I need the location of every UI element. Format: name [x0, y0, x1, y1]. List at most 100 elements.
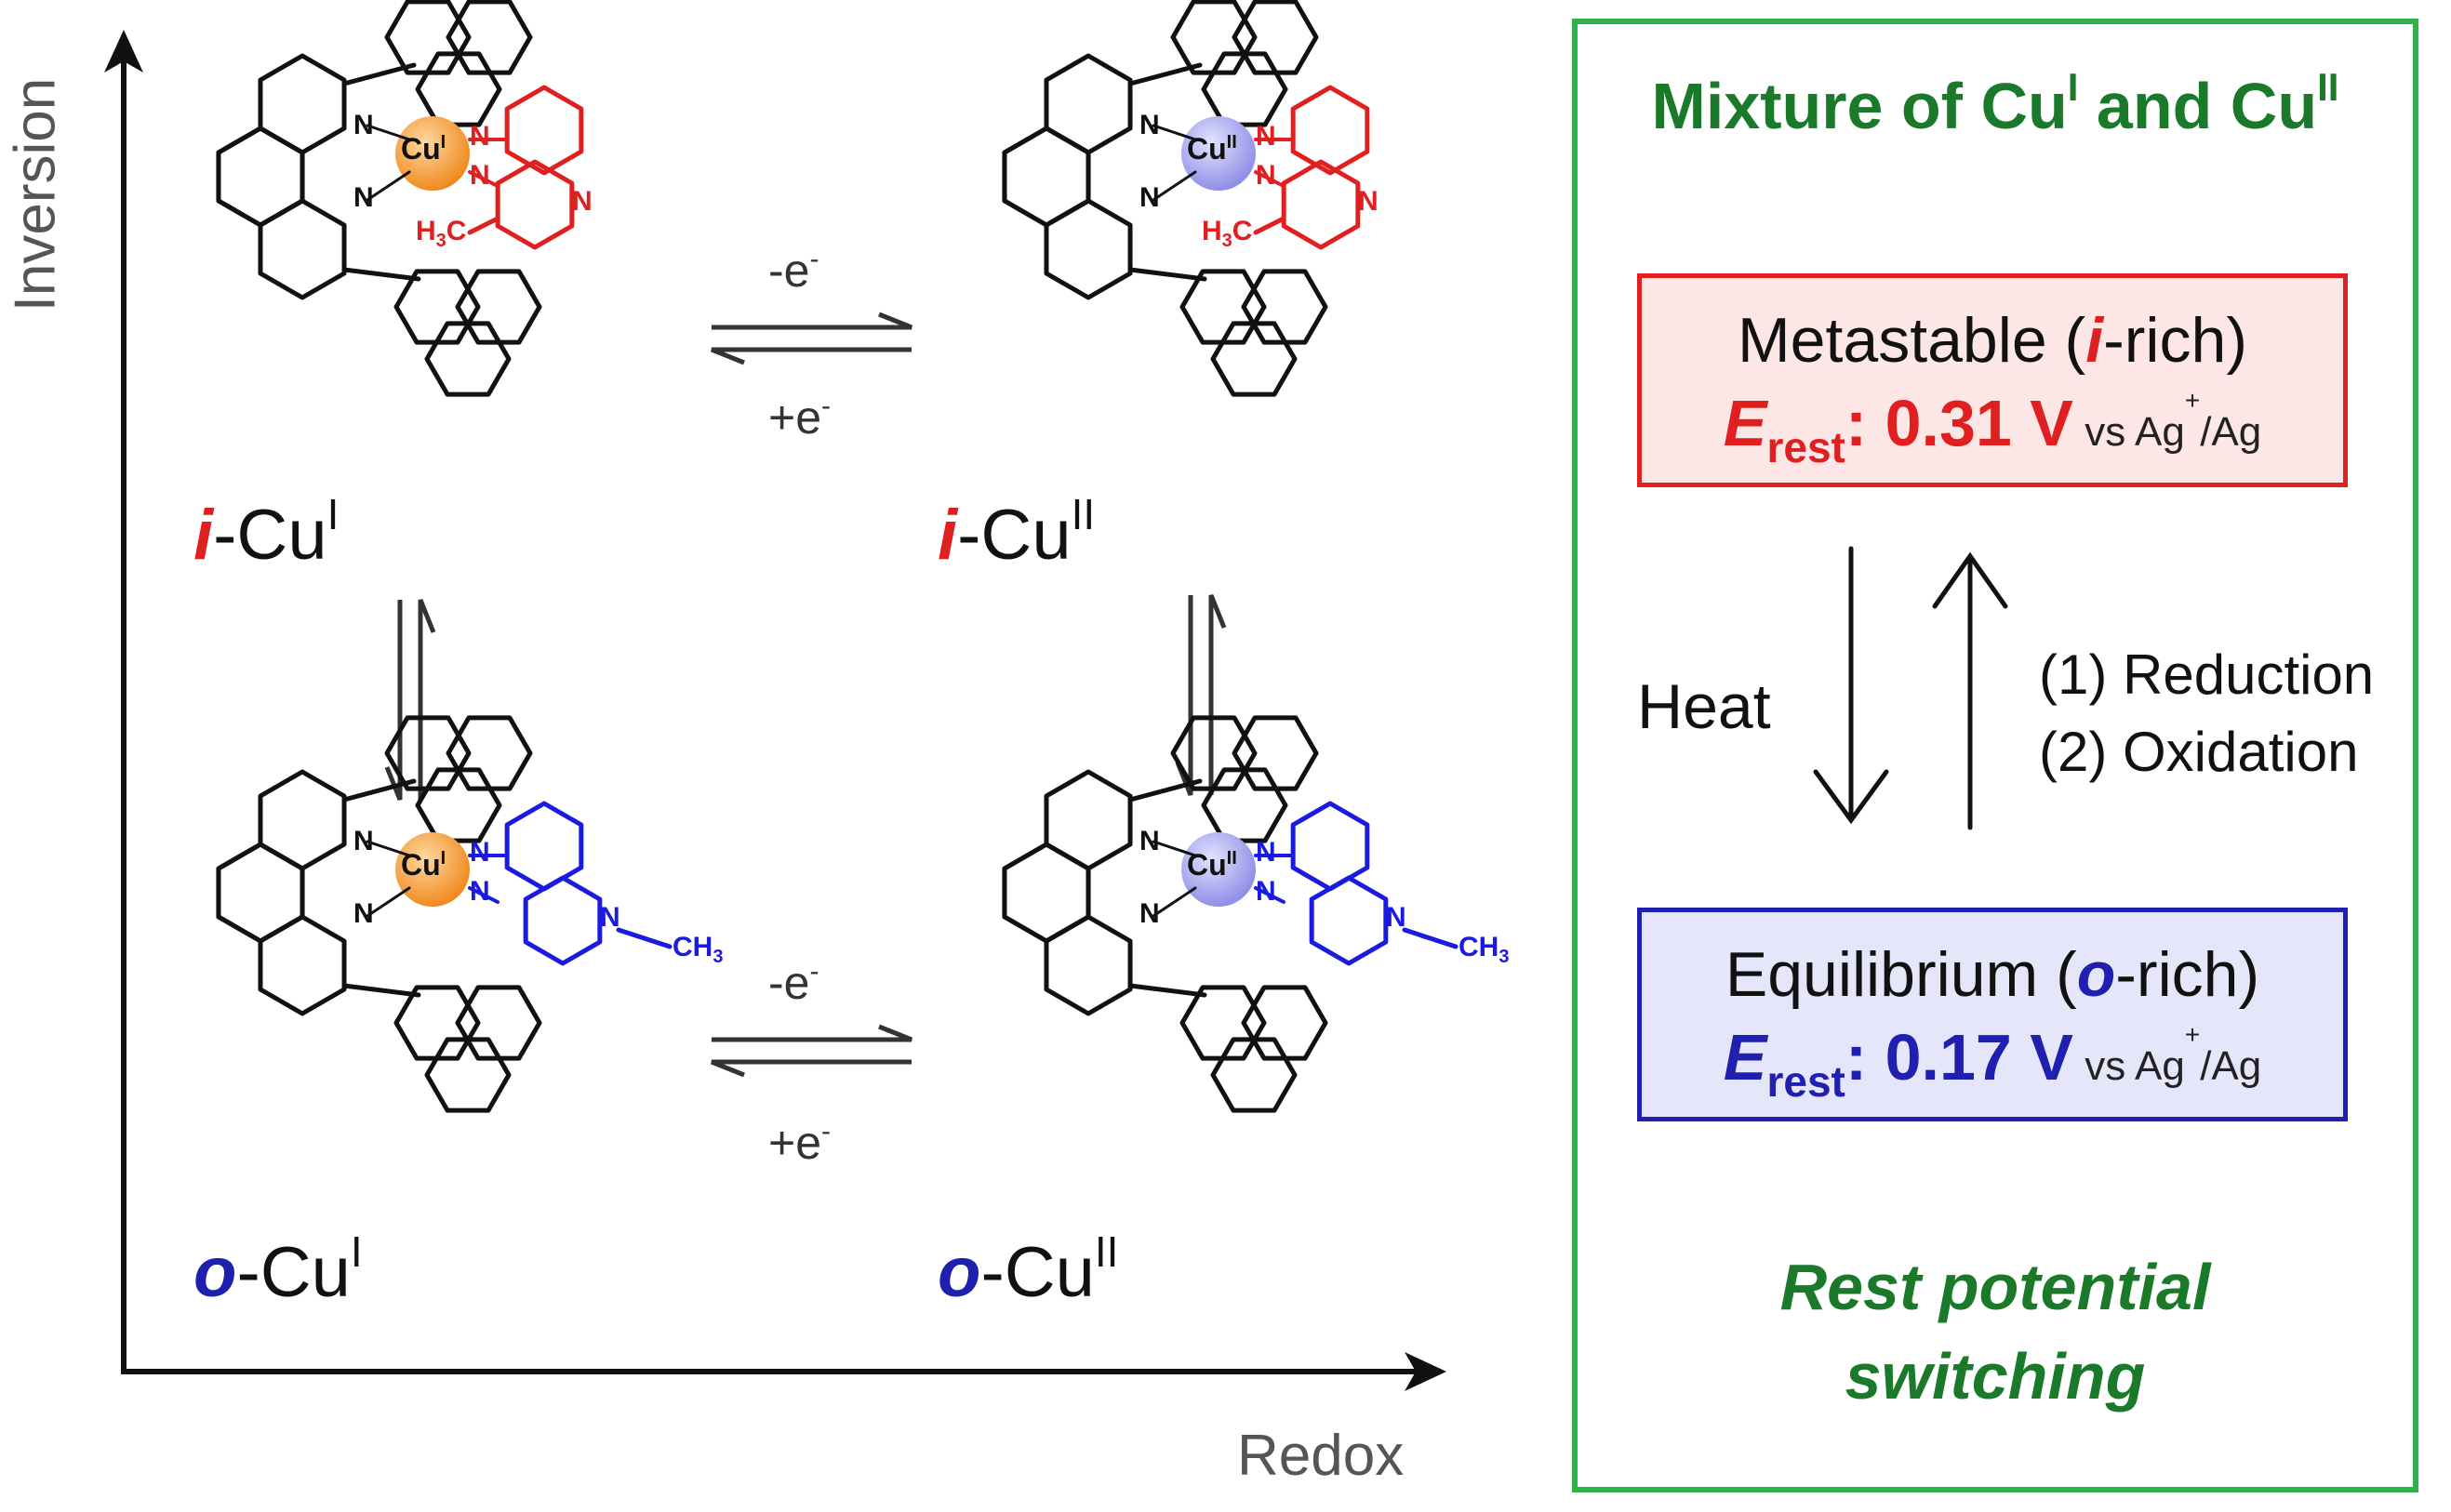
- electron-charge: -: [821, 1116, 832, 1147]
- footer-line: switching: [1845, 1340, 2146, 1413]
- reaction-scheme-drawing: [104, 0, 1459, 1391]
- nitrogen-atom: N: [1256, 876, 1276, 907]
- panel-title: Mixture of CuI and CuII: [1578, 65, 2413, 143]
- axes: [104, 30, 1446, 1391]
- top-redox-equilibrium-arrows: [711, 312, 912, 365]
- panel-title-sup: I: [2067, 65, 2079, 109]
- nitrogen-atom: N: [1139, 898, 1160, 929]
- redox-up-arrow: [1932, 551, 2008, 830]
- reference-text: vs Ag: [2072, 1043, 2185, 1089]
- x-axis-arrowhead: [1405, 1352, 1446, 1391]
- nitrogen-atom: N: [353, 826, 374, 856]
- nitrogen-atom: N: [1139, 110, 1160, 140]
- y-axis-label: Inversion: [3, 77, 68, 312]
- reference-text: /Ag: [2200, 409, 2262, 455]
- reference-text: /Ag: [2200, 1043, 2262, 1089]
- compound-label-o-cu-two: o-CuII: [938, 1227, 1118, 1313]
- potential-subscript: rest: [1766, 423, 1845, 471]
- copper-oxidation-state: II: [1226, 848, 1237, 869]
- reduction-step-label: (1) Reduction: [2039, 643, 2375, 706]
- copper-symbol: Cu: [1187, 132, 1227, 166]
- heading-text: Equilibrium (: [1725, 939, 2077, 1010]
- compound-prefix: i: [193, 496, 214, 575]
- copper-oxidation-state: I: [440, 132, 446, 153]
- equilibrium-box: Equilibrium (o-rich) Erest: 0.17 V vs Ag…: [1637, 908, 2348, 1121]
- nitrogen-atom: N: [353, 898, 374, 929]
- potential-subscript: rest: [1766, 1057, 1845, 1106]
- molecule-i-cu-one: [216, 0, 584, 397]
- electron-charge: -: [809, 244, 819, 274]
- x-axis-label: Redox: [1237, 1424, 1405, 1488]
- left-inversion-equilibrium-arrows: [384, 599, 436, 801]
- nitrogen-atom: N: [1256, 160, 1276, 191]
- heat-down-arrow: [1813, 546, 1889, 825]
- nitrogen-atom: N: [353, 110, 374, 140]
- nitrogen-atom: N: [1139, 182, 1160, 213]
- equilibrium-potential: Erest: 0.17 V vs Ag+/Ag: [1642, 1020, 2343, 1106]
- copper-atom: CuI: [401, 132, 446, 166]
- y-axis-arrowhead: [104, 30, 143, 73]
- molecule-o-cu-one: [216, 715, 673, 1113]
- oxidation-step-label: (2) Oxidation: [2039, 721, 2359, 783]
- heat-label: Heat: [1637, 671, 1771, 742]
- compound-prefix: o: [193, 1233, 237, 1312]
- bottom-oxidation-label: -e-: [768, 956, 819, 1010]
- nitrogen-atom: N: [470, 876, 490, 907]
- reference-charge: +: [2184, 386, 2201, 415]
- nitrogen-atom: N: [1256, 121, 1276, 152]
- electron-text: +e: [768, 1117, 822, 1169]
- methyl-group: CH3: [1459, 932, 1510, 967]
- heading-text: -rich): [2115, 939, 2260, 1010]
- electron-text: -e: [768, 957, 810, 1009]
- copper-oxidation-state: II: [1226, 132, 1237, 153]
- compound-oxidation-state: I: [350, 1227, 363, 1276]
- copper-symbol: Cu: [401, 848, 441, 882]
- bottom-redox-equilibrium-arrows: [711, 1024, 912, 1078]
- methyl-group: H3C: [416, 216, 467, 251]
- nitrogen-atom: N: [600, 902, 620, 933]
- metastable-box: Metastable (i-rich) Erest: 0.31 V vs Ag+…: [1637, 273, 2348, 487]
- electron-charge: -: [809, 956, 819, 987]
- compound-prefix: i: [938, 496, 958, 575]
- nitrogen-atom: N: [1256, 837, 1276, 868]
- compound-metal: -Cu: [213, 496, 327, 575]
- nitrogen-atom: N: [1386, 902, 1406, 933]
- potential-symbol: E: [1723, 387, 1767, 459]
- panel-arrows: [1813, 546, 2008, 830]
- potential-symbol: E: [1723, 1021, 1767, 1094]
- electron-text: -e: [768, 245, 810, 297]
- heading-text: Metastable (: [1738, 305, 2086, 376]
- copper-atom: CuII: [1187, 848, 1237, 882]
- electron-charge: -: [821, 391, 832, 421]
- metastable-potential: Erest: 0.31 V vs Ag+/Ag: [1642, 386, 2343, 471]
- potential-value: : 0.17 V: [1845, 1021, 2073, 1094]
- compound-label-o-cu-one: o-CuI: [193, 1227, 363, 1313]
- molecule-i-cu-two: [1002, 0, 1370, 397]
- nitrogen-atom: N: [572, 186, 593, 217]
- compound-prefix: o: [938, 1233, 981, 1312]
- reference-charge: +: [2184, 1020, 2201, 1049]
- nitrogen-atom: N: [470, 160, 490, 191]
- compound-metal: -Cu: [957, 496, 1072, 575]
- nitrogen-atom: N: [1139, 826, 1160, 856]
- bottom-reduction-label: +e-: [768, 1116, 831, 1170]
- compound-metal: -Cu: [980, 1233, 1095, 1312]
- molecule-o-cu-two: [1002, 715, 1459, 1113]
- copper-symbol: Cu: [401, 132, 441, 166]
- heading-accent: i: [2085, 305, 2104, 376]
- panel-title-text: and Cu: [2078, 70, 2318, 142]
- heading-accent: o: [2076, 939, 2116, 1010]
- right-inversion-equilibrium-arrows: [1175, 594, 1227, 796]
- electron-text: +e: [768, 391, 822, 444]
- nitrogen-atom: N: [1358, 186, 1379, 217]
- panel-title-text: Mixture of Cu: [1651, 70, 2068, 142]
- heading-text: -rich): [2103, 305, 2247, 376]
- copper-oxidation-state: I: [440, 848, 446, 869]
- compound-oxidation-state: I: [326, 490, 340, 538]
- reference-text: vs Ag: [2072, 409, 2185, 455]
- copper-symbol: Cu: [1187, 848, 1227, 882]
- top-reduction-label: +e-: [768, 391, 831, 444]
- nitrogen-atom: N: [470, 837, 490, 868]
- nitrogen-atom: N: [353, 182, 374, 213]
